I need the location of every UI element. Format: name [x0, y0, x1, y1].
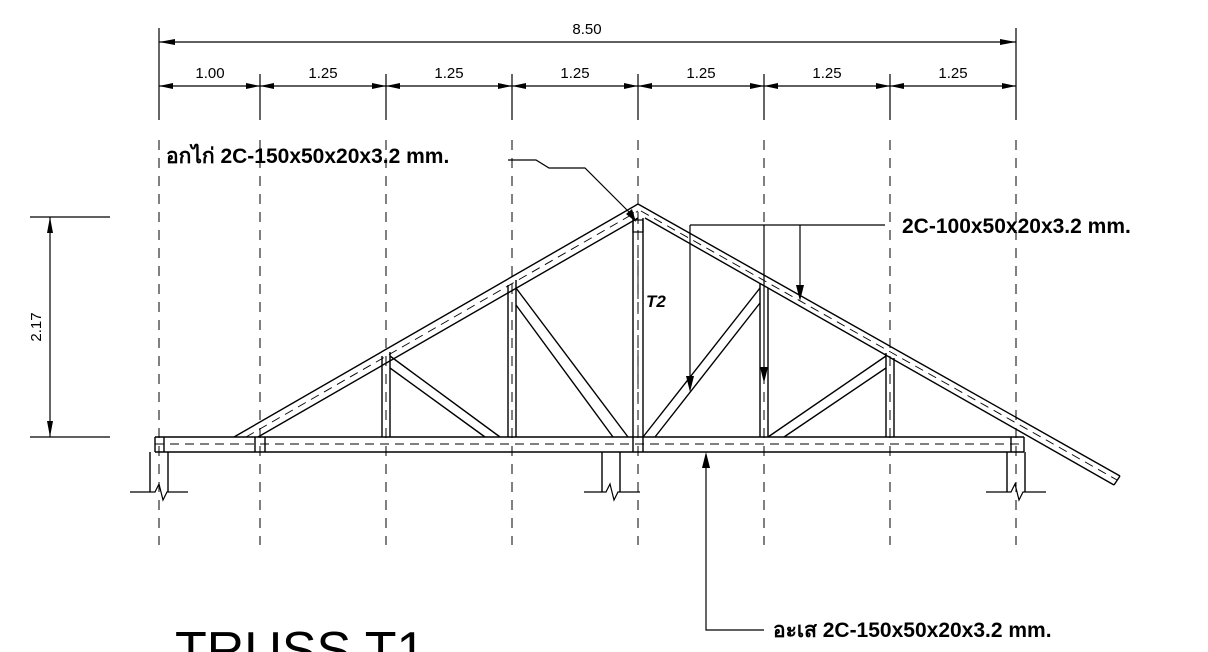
bay-label-3: 1.25 — [434, 65, 463, 82]
right-top-chord — [637, 203, 1121, 486]
ridge-note-text: อกไก่ 2C-150x50x20x3.2 mm. — [166, 143, 449, 168]
truss-structure — [130, 203, 1121, 502]
vertical-webs — [381, 212, 895, 437]
diagonal-webs — [389, 287, 887, 438]
bay-label-4: 1.25 — [560, 65, 589, 82]
gridlines — [158, 140, 1017, 545]
member-label-t2: T2 — [646, 292, 666, 311]
bay-label-5: 1.25 — [686, 65, 715, 82]
bay-label-1: 1.00 — [195, 65, 224, 82]
ridge-note: อกไก่ 2C-150x50x20x3.2 mm. — [166, 143, 636, 222]
left-top-chord — [233, 203, 639, 438]
right-support — [986, 452, 1046, 502]
bay-label-2: 1.25 — [308, 65, 337, 82]
bottom-chord — [154, 436, 1025, 453]
middle-support — [584, 452, 640, 502]
drawing-title: TRUSS T1 — [175, 622, 425, 652]
height-label: 2.17 — [28, 312, 45, 341]
bay-dimensions: 1.00 1.25 1.25 1.25 1.25 1.25 1.25 — [159, 65, 1016, 120]
web-note-text: 2C-100x50x20x3.2 mm. — [902, 215, 1131, 238]
bay-label-7: 1.25 — [938, 65, 967, 82]
height-dimension: 2.17 — [28, 216, 110, 438]
bay-label-6: 1.25 — [812, 65, 841, 82]
left-support — [130, 452, 188, 502]
total-span-dimension: 8.50 — [158, 21, 1017, 120]
purlin-note-text: อะเส 2C-150x50x20x3.2 mm. — [773, 619, 1052, 642]
web-note: 2C-100x50x20x3.2 mm. — [686, 215, 1131, 392]
purlin-note: อะเส 2C-150x50x20x3.2 mm. — [702, 452, 1052, 642]
total-span-label: 8.50 — [572, 21, 601, 38]
